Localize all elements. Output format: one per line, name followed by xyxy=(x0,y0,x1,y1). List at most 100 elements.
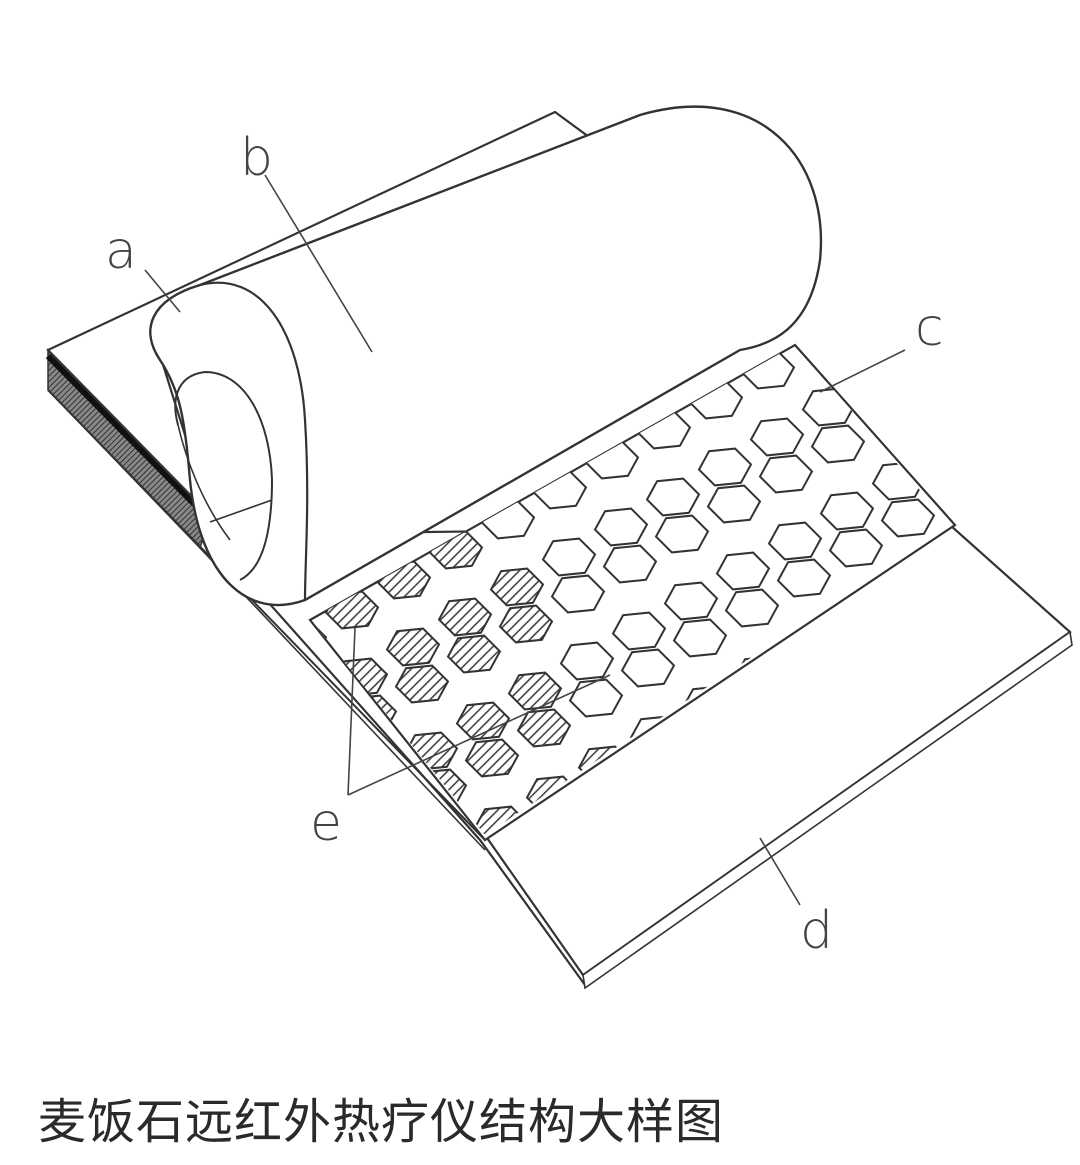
hex-cell-hatched xyxy=(489,567,545,607)
hex-cell xyxy=(511,1015,563,1052)
hex-cell xyxy=(611,611,667,651)
hex-cell xyxy=(873,803,929,835)
hex-cell xyxy=(828,188,880,225)
hex-cell xyxy=(685,1029,737,1060)
hex-cell-hatched xyxy=(464,738,520,778)
hex-cell xyxy=(593,507,649,547)
hex-cell xyxy=(923,431,950,471)
hex-cell xyxy=(997,849,1049,886)
hex-cell xyxy=(986,440,1038,477)
hex-cell xyxy=(758,454,814,494)
hex-cell xyxy=(945,879,997,916)
hex-cell-hatched xyxy=(516,708,572,748)
hex-cell xyxy=(821,833,877,835)
hex-cell xyxy=(819,491,875,531)
hex-cell xyxy=(152,578,204,615)
hex-cell xyxy=(231,719,283,756)
hex-cell xyxy=(568,678,624,718)
hex-cell xyxy=(1004,544,1056,581)
hex-cell xyxy=(645,477,701,517)
label-d: d xyxy=(800,901,833,961)
hex-cell xyxy=(541,537,597,577)
structure-diagram: a b c d e xyxy=(45,105,1080,1060)
hex-cell xyxy=(880,158,932,195)
hex-cell xyxy=(934,810,950,835)
hex-cell xyxy=(1049,819,1080,856)
hex-cell xyxy=(620,648,676,688)
hex-cell xyxy=(1031,715,1080,752)
label-c: c xyxy=(915,298,944,358)
diagram-caption: 麦饭石远红外热疗仪结构大样图 xyxy=(38,1094,725,1150)
hex-cell xyxy=(240,756,292,793)
hex-cell xyxy=(450,978,502,1015)
hex-cell xyxy=(737,999,789,1036)
hex-cell xyxy=(776,558,832,598)
hex-cell xyxy=(914,364,950,404)
hex-cell-hatched xyxy=(310,724,346,764)
hex-cell xyxy=(663,581,719,621)
hex-cell xyxy=(977,403,1029,440)
hex-cell xyxy=(832,872,884,909)
hex-cell xyxy=(898,262,950,299)
hex-cell xyxy=(667,925,719,962)
hex-cell-hatched xyxy=(498,604,554,644)
hex-cell xyxy=(968,336,1020,373)
hex-cell xyxy=(884,842,936,879)
hex-cell xyxy=(862,394,918,434)
hex-cell xyxy=(1020,306,1072,343)
hex-cell xyxy=(559,641,615,681)
hex-cell xyxy=(602,544,658,584)
hex-cell xyxy=(170,682,222,719)
hex-cell-hatched xyxy=(446,634,502,674)
hex-cell xyxy=(100,608,152,645)
hex-cell xyxy=(880,498,936,538)
hex-cell-hatched xyxy=(507,671,563,711)
hex-cell xyxy=(719,895,771,932)
hex-cell xyxy=(810,424,866,464)
hex-cell xyxy=(846,292,898,329)
hex-cell xyxy=(706,484,762,524)
hex-cell-hatched xyxy=(394,664,450,704)
hex-cell xyxy=(925,773,950,813)
hex-cell xyxy=(502,948,554,985)
hex-cell xyxy=(624,992,676,1029)
hex-cell xyxy=(893,909,945,946)
hex-cell xyxy=(371,867,423,904)
hex-cell xyxy=(841,939,893,976)
hex-cell-hatched xyxy=(222,652,274,689)
hex-cell xyxy=(1011,269,1063,306)
hex-cell-hatched xyxy=(360,798,416,835)
label-a: a xyxy=(105,221,137,281)
hex-cell-hatched xyxy=(310,687,337,727)
hex-cell xyxy=(995,507,1047,544)
hex-cell-hatched xyxy=(423,837,475,874)
hex-cell xyxy=(828,528,884,568)
hex-cell xyxy=(1074,618,1080,655)
hex-cell xyxy=(749,417,805,457)
hex-cell xyxy=(520,1052,572,1060)
leader-lines xyxy=(144,174,906,906)
hex-cell xyxy=(672,618,728,658)
hex-cell-hatched xyxy=(432,874,484,911)
hex-cell xyxy=(676,962,728,999)
hex-cell xyxy=(1029,373,1080,410)
hex-cell xyxy=(1065,581,1080,618)
hex-cell xyxy=(789,969,841,1006)
hex-cell xyxy=(728,932,780,969)
hex-cell xyxy=(889,195,941,232)
hex-cell xyxy=(853,357,909,397)
hex-cell xyxy=(767,521,823,561)
hex-cell xyxy=(654,514,710,554)
hex-cell xyxy=(1047,477,1080,514)
roll-b xyxy=(149,105,823,607)
hex-cell xyxy=(724,588,780,628)
hex-cell xyxy=(959,299,1011,336)
hex-cell xyxy=(633,1059,685,1060)
hex-cell xyxy=(932,468,950,508)
label-b: b xyxy=(240,128,273,188)
label-e: e xyxy=(310,793,342,853)
hex-cell xyxy=(697,447,753,487)
hex-cell-hatched xyxy=(455,701,511,741)
hex-cell xyxy=(715,551,771,591)
hex-cell xyxy=(550,574,606,614)
